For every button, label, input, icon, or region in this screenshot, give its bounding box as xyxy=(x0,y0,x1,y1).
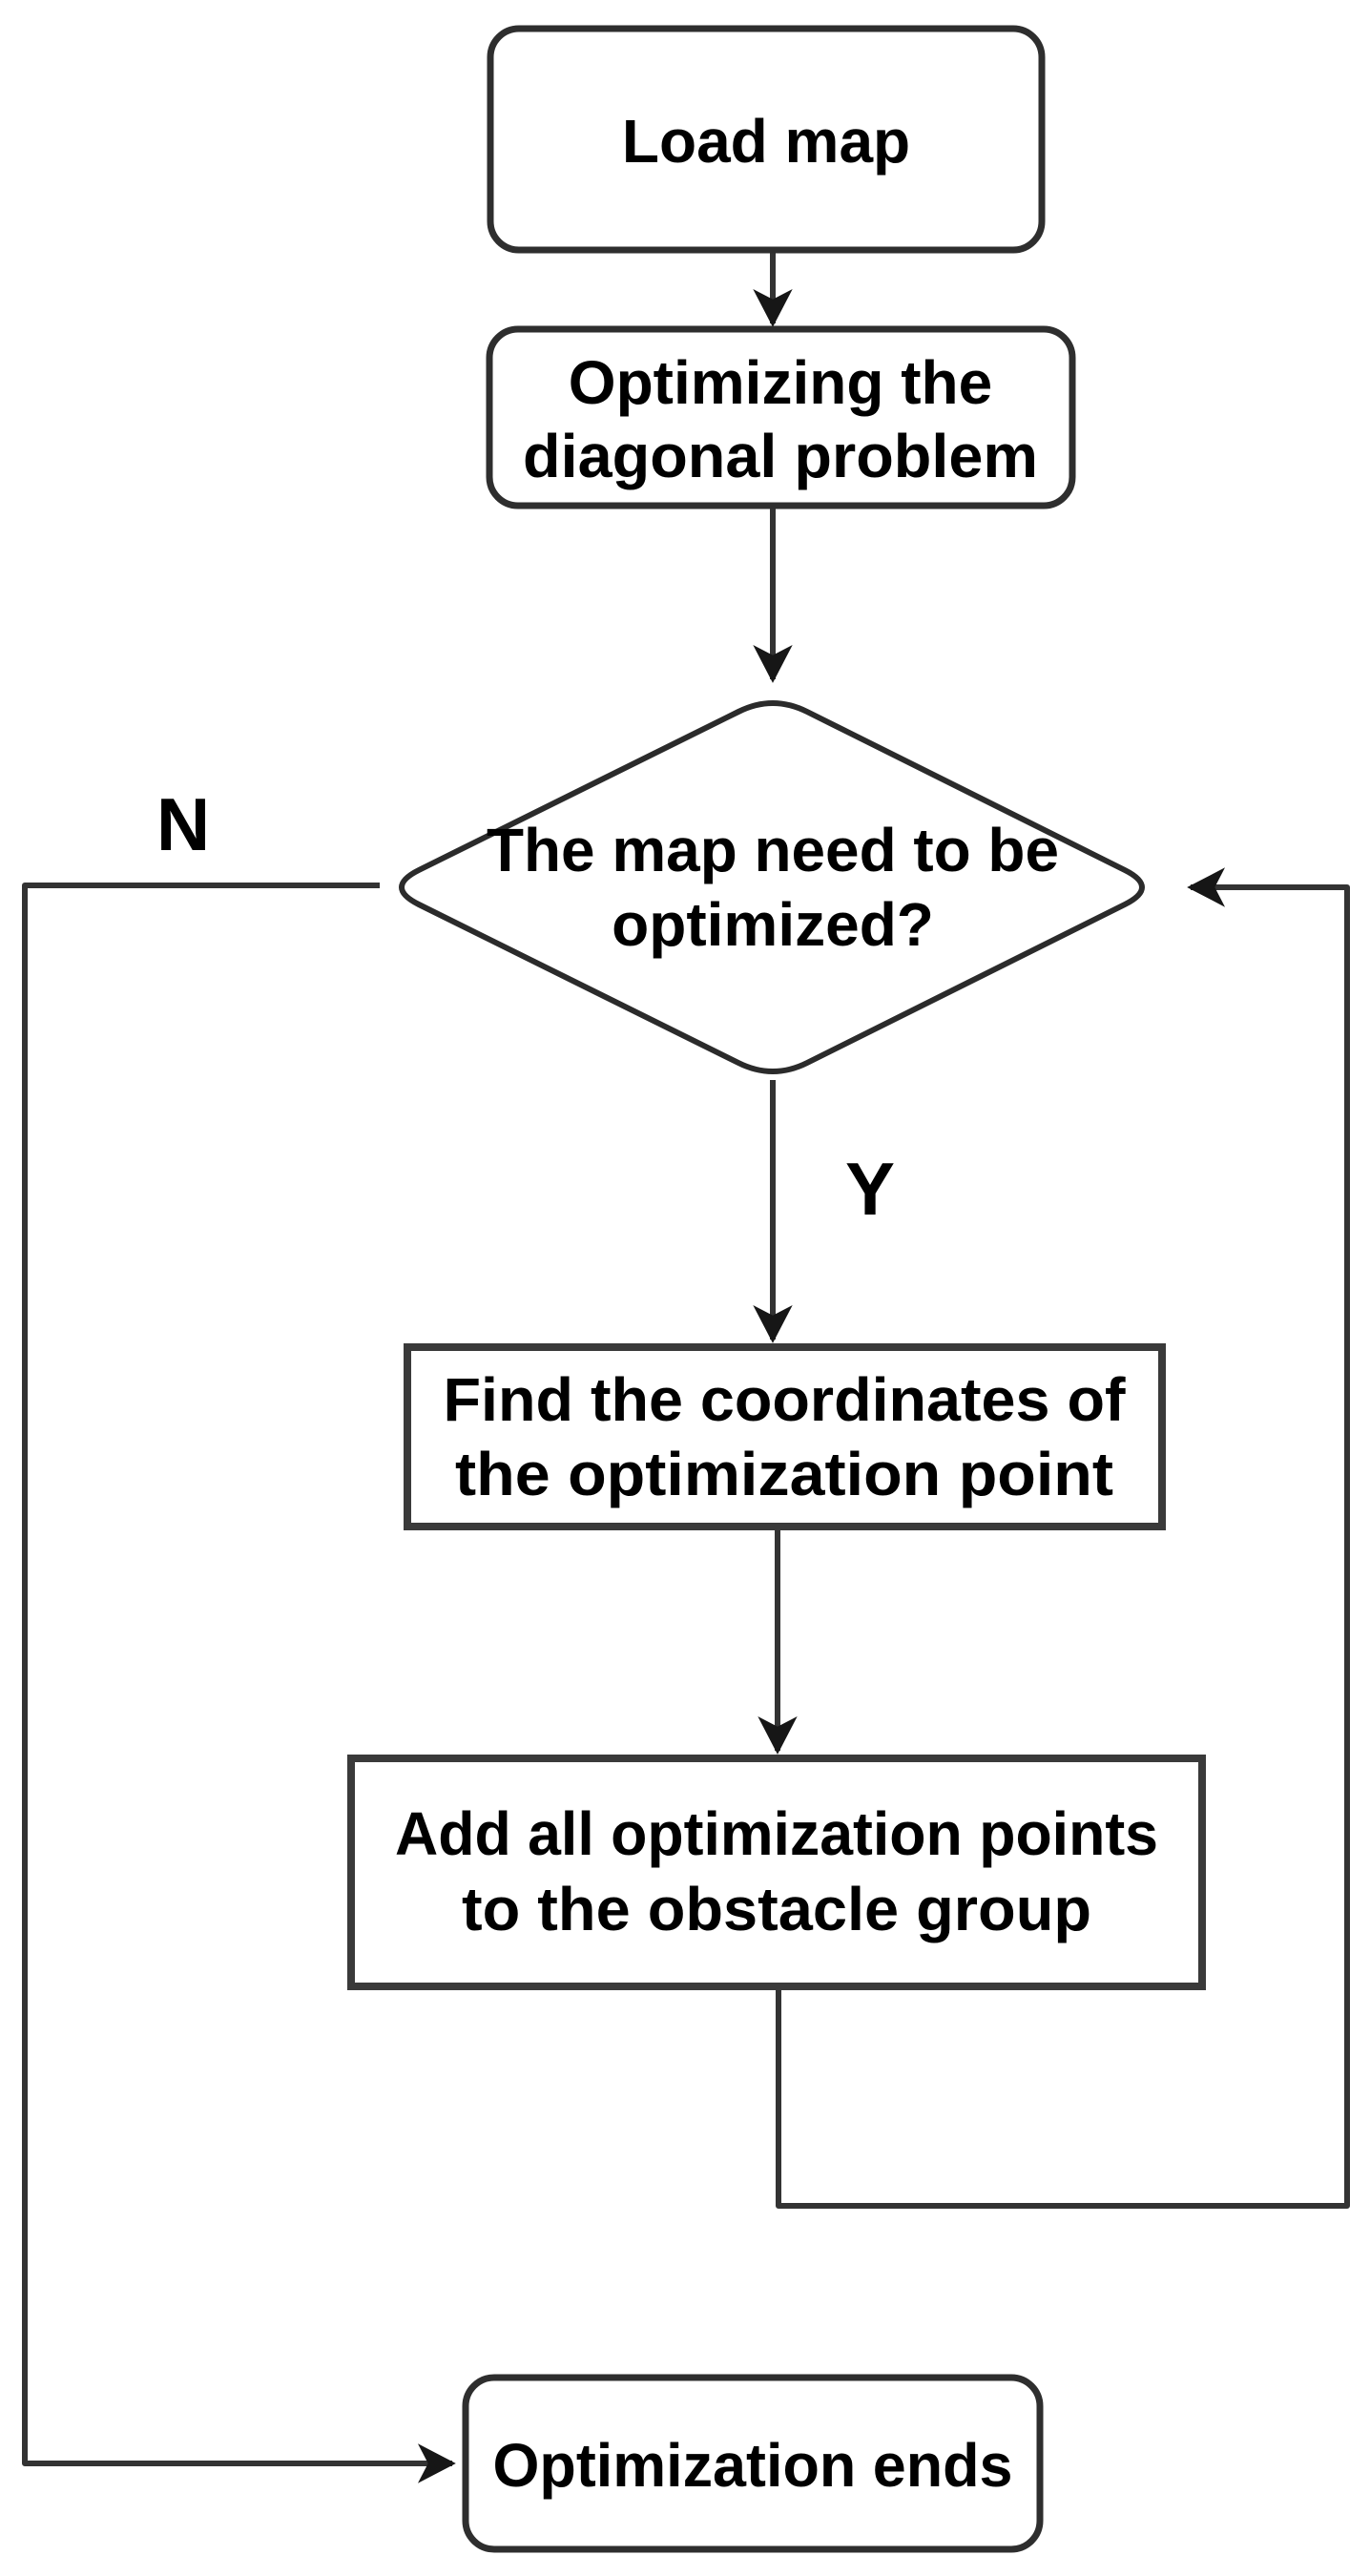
node-optimization-ends-shape xyxy=(462,2374,1044,2553)
edge-decision-no-to-end xyxy=(22,883,456,2483)
node-load-map: Load map xyxy=(487,25,1046,254)
edge-label-no: N xyxy=(156,782,210,866)
node-load-map-shape xyxy=(487,25,1046,254)
node-add-optimization-points-label-line2: to the obstacle group xyxy=(462,1875,1091,1943)
node-find-coordinates-label-line2: the optimization point xyxy=(455,1440,1113,1508)
node-optimize-diagonal-label-line1: Optimizing the xyxy=(569,348,992,417)
node-optimize-diagonal-shape xyxy=(486,325,1076,509)
node-map-need-optimized: The map need to be optimized? xyxy=(399,700,1145,1074)
node-add-optimization-points-shape xyxy=(347,1755,1206,1990)
node-optimize-diagonal-label-line2: diagonal problem xyxy=(523,422,1038,490)
node-optimization-ends: Optimization ends xyxy=(462,2374,1044,2553)
node-load-map-label: Load map xyxy=(622,107,910,176)
node-add-optimization-points: Add all optimization points to the obsta… xyxy=(347,1755,1206,1990)
node-map-need-optimized-shape xyxy=(399,700,1145,1074)
node-find-coordinates: Find the coordinates of the optimization… xyxy=(404,1343,1166,1530)
edge-loop-back-to-decision xyxy=(776,867,1350,2209)
node-add-optimization-points-label-line1: Add all optimization points xyxy=(395,1799,1158,1868)
node-find-coordinates-shape xyxy=(404,1343,1166,1530)
node-map-need-optimized-label-line1: The map need to be xyxy=(487,816,1059,884)
node-optimize-diagonal: Optimizing the diagonal problem xyxy=(486,325,1076,509)
edge-label-yes: Y xyxy=(845,1147,895,1231)
node-find-coordinates-label-line1: Find the coordinates of xyxy=(444,1365,1127,1434)
node-map-need-optimized-label-line2: optimized? xyxy=(612,890,934,959)
node-optimization-ends-label: Optimization ends xyxy=(493,2431,1013,2500)
